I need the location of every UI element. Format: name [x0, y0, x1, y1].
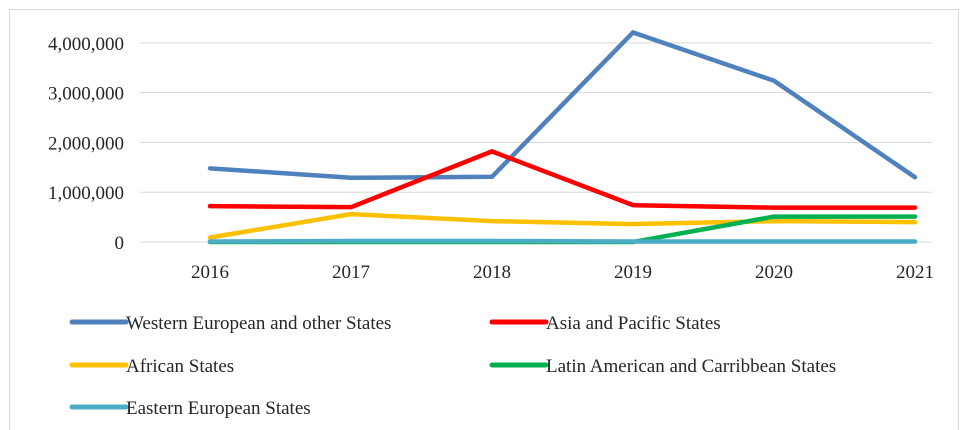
- legend-label: Asia and Pacific States: [546, 313, 721, 334]
- y-tick-label: 2,000,000: [48, 133, 124, 154]
- legend-label: Eastern European States: [126, 398, 311, 419]
- gridlines: [140, 42, 932, 243]
- y-axis-ticks: 0 1,000,000 2,000,000 3,000,000 4,000,000: [48, 34, 124, 254]
- x-tick-label: 2021: [896, 262, 934, 283]
- y-tick-label: 1,000,000: [48, 183, 124, 204]
- x-axis-ticks: 2016 2017 2018 2019 2020 2021: [191, 262, 934, 283]
- series-line-1: [207, 30, 918, 181]
- x-tick-label: 2018: [473, 262, 511, 283]
- x-tick-label: 2020: [755, 262, 793, 283]
- y-tick-label: 0: [115, 233, 125, 254]
- series-line-3: [207, 211, 918, 240]
- x-tick-label: 2019: [614, 262, 652, 283]
- series-lines: [207, 30, 918, 245]
- y-tick-label: 3,000,000: [48, 84, 124, 105]
- x-tick-label: 2016: [191, 262, 229, 283]
- legend-label: Latin American and Carribbean States: [546, 356, 836, 377]
- x-tick-label: 2017: [332, 262, 370, 283]
- legend-label: African States: [126, 356, 234, 377]
- y-tick-label: 4,000,000: [48, 34, 124, 55]
- series-line-2: [207, 149, 918, 210]
- legend-label: Western European and other States: [126, 313, 391, 334]
- legend: Western European and other States Asia an…: [69, 313, 836, 419]
